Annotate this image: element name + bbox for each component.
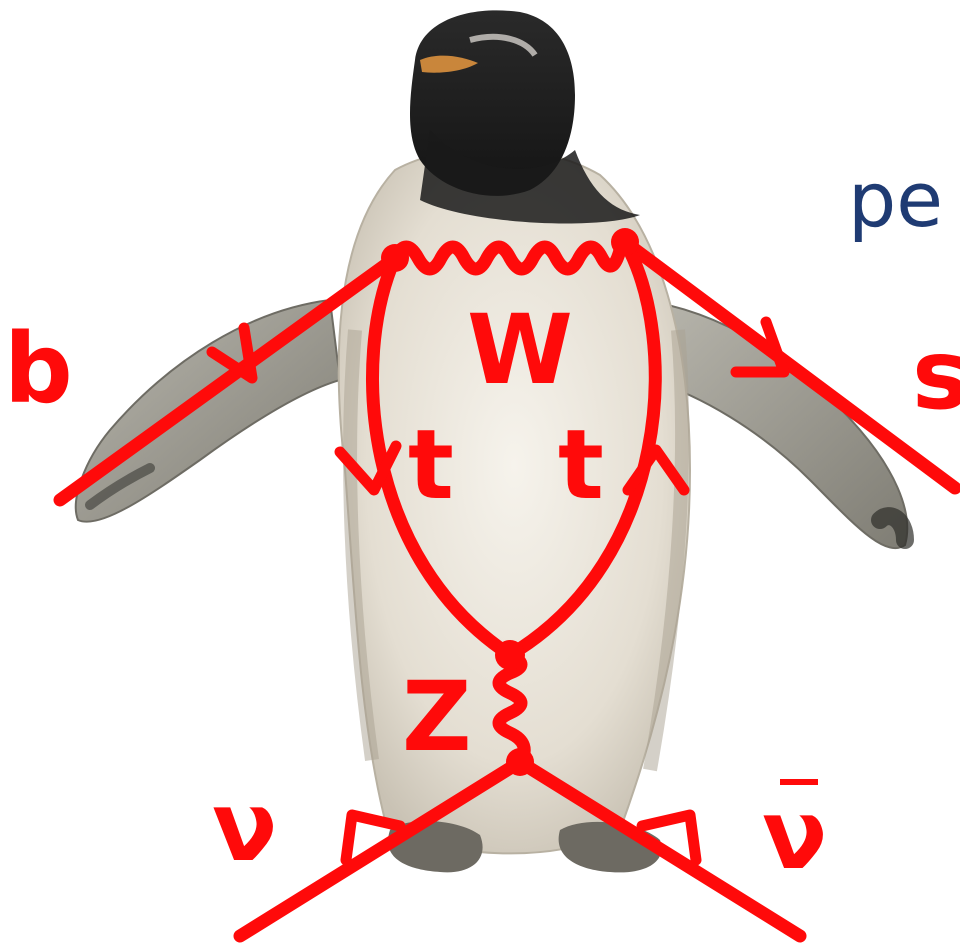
vertex-ws: [611, 228, 639, 256]
vertex-bw: [381, 244, 409, 272]
label-z: Z: [402, 661, 472, 773]
label-w: W: [467, 294, 573, 406]
vertex-znu: [506, 748, 534, 776]
title-fragment: pe: [848, 155, 943, 244]
label-t-left: t: [408, 409, 454, 521]
vertex-tz: [495, 640, 525, 670]
label-t-right: t: [558, 409, 604, 521]
label-s: s: [912, 319, 960, 431]
penguin-image: [76, 10, 907, 872]
label-b: b: [4, 313, 73, 425]
label-nu: ν: [212, 771, 277, 883]
label-nubar: ν: [762, 779, 827, 891]
